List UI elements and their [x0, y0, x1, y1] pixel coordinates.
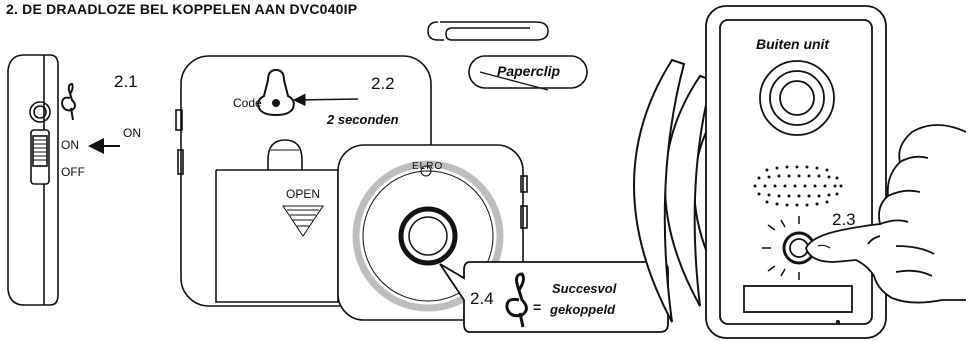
brand-logo-text: ELRO: [412, 161, 444, 172]
keyhole-icon[interactable]: [257, 68, 295, 117]
result-line-2: gekoppeld: [550, 302, 616, 317]
result-line-1: Succesvol: [552, 281, 617, 296]
pin-arrow: [292, 93, 359, 107]
elro-logo: [420, 165, 432, 177]
step-label-2-1: 2.1: [114, 72, 138, 91]
step-label-2-2: 2.2: [371, 74, 395, 93]
power-switch[interactable]: [30, 129, 50, 185]
open-arrow-icon: [282, 205, 324, 237]
paperclip-label: Paperclip: [497, 63, 561, 79]
switch-off-label: OFF: [61, 165, 85, 179]
paperclip-icon: [427, 21, 549, 41]
hand-icon: [805, 124, 967, 304]
step-label-2-4: 2.4: [470, 289, 494, 308]
step-label-2-3: 2.3: [832, 210, 856, 229]
paperclip-callout: [468, 55, 588, 89]
chime-button[interactable]: [398, 206, 458, 266]
page-title: 2. DE DRAADLOZE BEL KOPPELEN AAN DVC040I…: [6, 1, 358, 17]
arrow-on-label: ON: [123, 126, 141, 140]
equals-sign: =: [533, 299, 542, 315]
chime-side-view: [7, 54, 59, 306]
outdoor-unit: [705, 5, 887, 339]
camera-lens: [759, 60, 835, 136]
callout-leader: [479, 71, 549, 91]
outdoor-unit-label: Buiten unit: [756, 36, 830, 52]
music-note-icon: [505, 272, 528, 328]
switch-on-label: ON: [61, 138, 79, 152]
music-note-icon: [60, 82, 76, 121]
name-plate: [743, 285, 853, 313]
press-glow: [762, 216, 800, 280]
code-label: Code: [233, 96, 262, 110]
open-label: OPEN: [286, 187, 321, 201]
speaker-grille: [753, 165, 843, 207]
hold-time-label: 2 seconden: [327, 112, 399, 127]
